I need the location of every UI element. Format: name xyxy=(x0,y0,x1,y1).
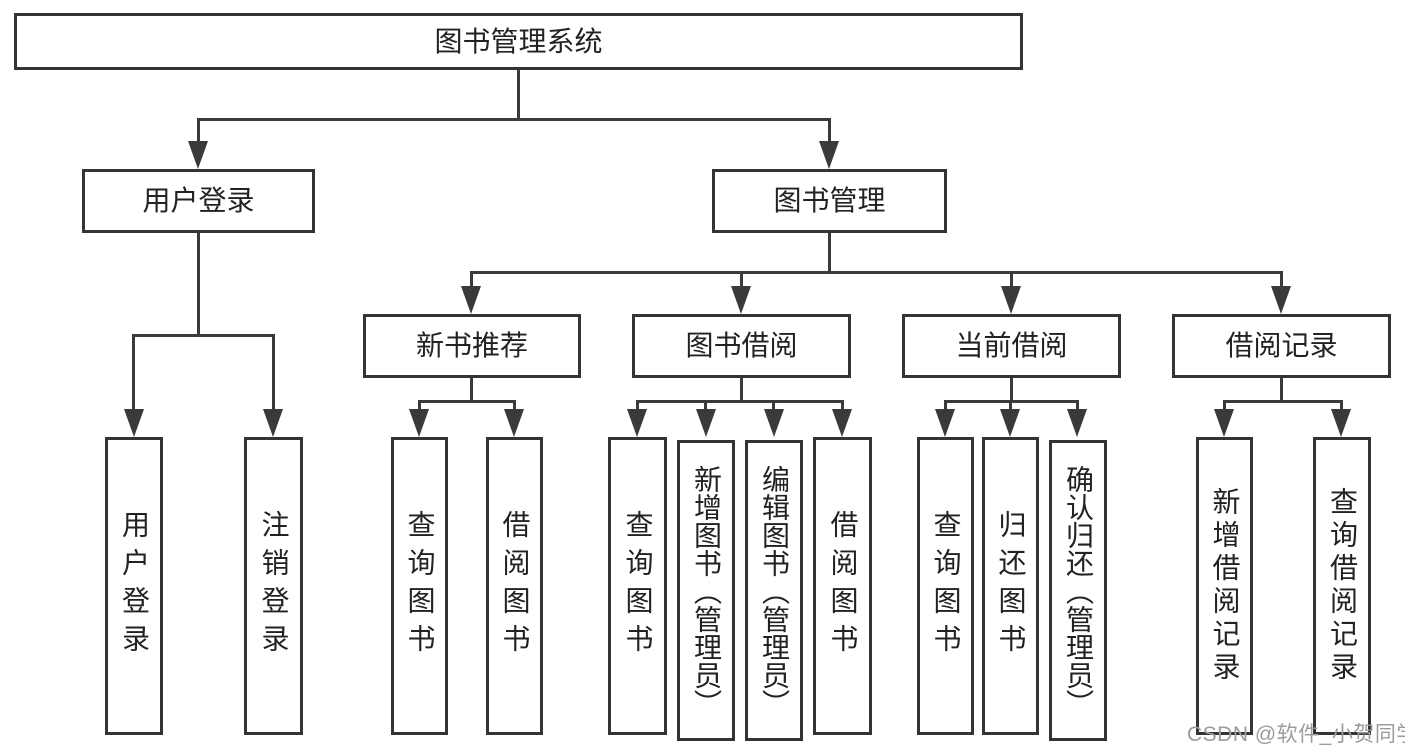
edge-to-bb-borrow xyxy=(841,400,844,411)
leaf-borrow-add-books-admin: 新增图书（管理员） xyxy=(677,440,735,741)
edge-root-to-book-mgmt xyxy=(828,118,831,143)
node-label: 确认归还（管理员） xyxy=(1063,464,1094,717)
node-label: 用户登录 xyxy=(142,185,255,216)
leaf-borrow-borrow-books: 借阅图书 xyxy=(813,437,872,735)
node-label: 图书管理系统 xyxy=(434,25,603,57)
arrowhead-down-icon xyxy=(935,409,955,437)
node-label: 图书管理 xyxy=(773,185,886,216)
arrowhead-down-icon xyxy=(461,286,481,314)
leaf-current-query-books: 查询图书 xyxy=(917,437,974,735)
node-user-login: 用户登录 xyxy=(82,169,315,233)
node-label: 查询借阅记录 xyxy=(1327,487,1358,685)
edge-current-borrow-stem xyxy=(1010,378,1013,403)
leaf-current-return-books: 归还图书 xyxy=(982,437,1039,735)
edge-to-leaf-user-login xyxy=(132,334,135,411)
leaf-newbook-borrow-books: 借阅图书 xyxy=(486,437,543,735)
leaf-records-add-record: 新增借阅记录 xyxy=(1196,437,1253,735)
edge-to-leaf-logout xyxy=(272,334,275,411)
leaf-records-query-record: 查询借阅记录 xyxy=(1313,437,1371,735)
node-label: 归还图书 xyxy=(995,510,1027,662)
leaf-borrow-query-books: 查询图书 xyxy=(608,437,667,735)
edge-book-mgmt-stem xyxy=(828,233,831,274)
edge-to-cb-confirm xyxy=(1076,400,1079,411)
node-book-borrow: 图书借阅 xyxy=(632,314,851,378)
node-label: 新增图书（管理员） xyxy=(691,464,722,717)
edge-to-br-add xyxy=(1223,400,1226,411)
edge-root-to-user-login xyxy=(197,118,200,143)
arrowhead-down-icon xyxy=(263,409,283,437)
arrowhead-down-icon xyxy=(1331,409,1351,437)
node-label: 新增借阅记录 xyxy=(1209,487,1241,685)
leaf-borrow-edit-books-admin: 编辑图书（管理员） xyxy=(745,440,803,741)
arrowhead-down-icon xyxy=(832,409,852,437)
leaf-logout: 注销登录 xyxy=(244,437,303,735)
node-library-management-system: 图书管理系统 xyxy=(14,13,1023,70)
node-borrow-records: 借阅记录 xyxy=(1172,314,1391,378)
edge-to-bb-add xyxy=(704,400,707,411)
edge-to-br-query xyxy=(1340,400,1343,411)
leaf-current-confirm-return-admin: 确认归还（管理员） xyxy=(1049,440,1107,741)
node-label: 查询图书 xyxy=(622,510,654,662)
edge-to-borrow-records xyxy=(1280,271,1283,288)
node-book-management: 图书管理 xyxy=(712,169,947,233)
node-label: 编辑图书（管理员） xyxy=(759,464,790,717)
node-current-borrow: 当前借阅 xyxy=(902,314,1121,378)
arrowhead-down-icon xyxy=(409,409,429,437)
arrowhead-down-icon xyxy=(731,286,751,314)
csdn-watermark: CSDN @软件_小贺同学 xyxy=(1187,723,1405,746)
edge-to-bb-edit xyxy=(772,400,775,411)
edge-borrow-records-stem xyxy=(1280,378,1283,403)
node-label: 新书推荐 xyxy=(415,330,528,361)
edge-to-book-borrow xyxy=(740,271,743,288)
edge-to-cb-query xyxy=(944,400,947,411)
arrowhead-down-icon xyxy=(819,141,839,169)
edge-book-borrow-rail xyxy=(636,400,844,403)
arrowhead-down-icon xyxy=(1000,409,1020,437)
arrowhead-down-icon xyxy=(627,409,647,437)
node-label: 借阅图书 xyxy=(499,510,531,662)
edge-to-bb-query xyxy=(636,400,639,411)
node-new-book-recommend: 新书推荐 xyxy=(363,314,581,378)
arrowhead-down-icon xyxy=(1067,409,1087,437)
node-label: 用户登录 xyxy=(119,510,150,662)
edge-new-book-stem xyxy=(470,378,473,403)
arrowhead-down-icon xyxy=(1001,286,1021,314)
edge-to-new-book xyxy=(470,271,473,288)
arrowhead-down-icon xyxy=(696,409,716,437)
node-label: 借阅图书 xyxy=(827,510,859,662)
arrowhead-down-icon xyxy=(188,141,208,169)
edge-root-rail xyxy=(197,118,830,121)
edge-user-login-stem xyxy=(197,233,200,337)
arrowhead-down-icon xyxy=(124,409,144,437)
node-label: 查询图书 xyxy=(930,510,962,662)
edge-book-borrow-stem xyxy=(740,378,743,403)
arrowhead-down-icon xyxy=(504,409,524,437)
edge-borrow-records-rail xyxy=(1223,400,1343,403)
node-label: 借阅记录 xyxy=(1225,330,1338,361)
leaf-user-login: 用户登录 xyxy=(105,437,163,735)
edge-root-stem xyxy=(517,69,520,121)
edge-new-book-rail xyxy=(418,400,516,403)
edge-to-nb-borrow xyxy=(513,400,516,411)
node-label: 查询图书 xyxy=(404,510,436,662)
edge-to-cb-return xyxy=(1009,400,1012,411)
arrowhead-down-icon xyxy=(1271,286,1291,314)
arrowhead-down-icon xyxy=(1214,409,1234,437)
node-label: 图书借阅 xyxy=(685,330,798,361)
edge-to-current-borrow xyxy=(1010,271,1013,288)
node-label: 注销登录 xyxy=(258,510,290,662)
edge-user-login-rail xyxy=(132,334,275,337)
node-label: 当前借阅 xyxy=(955,330,1068,361)
leaf-newbook-query-books: 查询图书 xyxy=(391,437,448,735)
arrowhead-down-icon xyxy=(764,409,784,437)
edge-to-nb-query xyxy=(418,400,421,411)
edge-book-mgmt-rail xyxy=(470,271,1283,274)
